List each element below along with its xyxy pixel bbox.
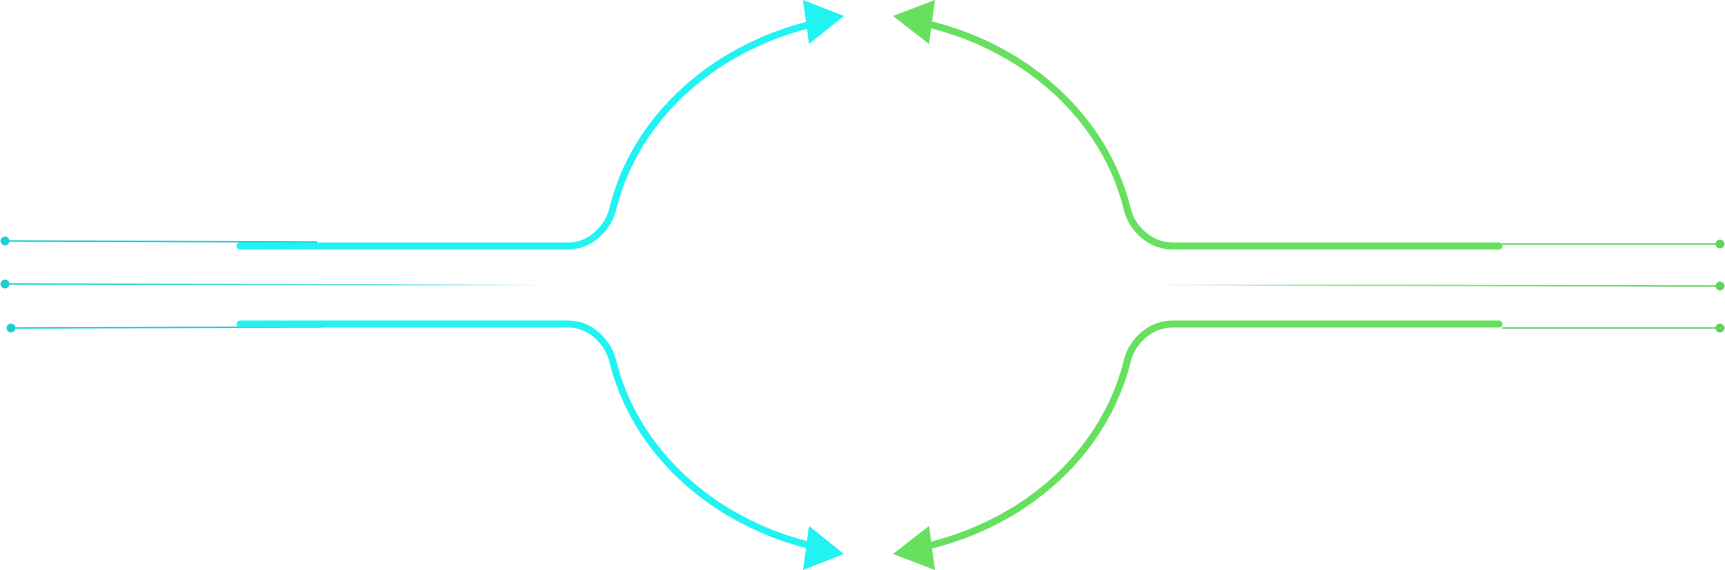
right-line-middle [1149, 281, 1725, 291]
right-line-bottom-dot [1715, 323, 1725, 333]
bottom-right-arrowhead-icon [893, 526, 935, 570]
top-right-arrow [893, 0, 1503, 250]
left-line-top-dot [0, 236, 10, 246]
bottom-left-arrow [236, 320, 844, 570]
bottom-left-arrowhead-icon [803, 526, 844, 570]
left-group [0, 0, 844, 570]
left-line-middle [0, 279, 549, 289]
left-line-middle-dot [0, 279, 10, 289]
right-line-bottom [1502, 323, 1725, 333]
bottom-right-arrow [893, 320, 1503, 570]
right-group [893, 0, 1725, 570]
top-right-arrowhead-icon [893, 0, 935, 44]
right-line-middle-dot [1715, 281, 1725, 291]
left-line-top [0, 236, 318, 246]
right-line-top-dot [1715, 239, 1725, 249]
left-line-bottom-dot [6, 323, 16, 333]
top-left-arrow [236, 0, 844, 250]
top-left-arrowhead-icon [803, 0, 844, 44]
right-line-top [1502, 239, 1725, 249]
